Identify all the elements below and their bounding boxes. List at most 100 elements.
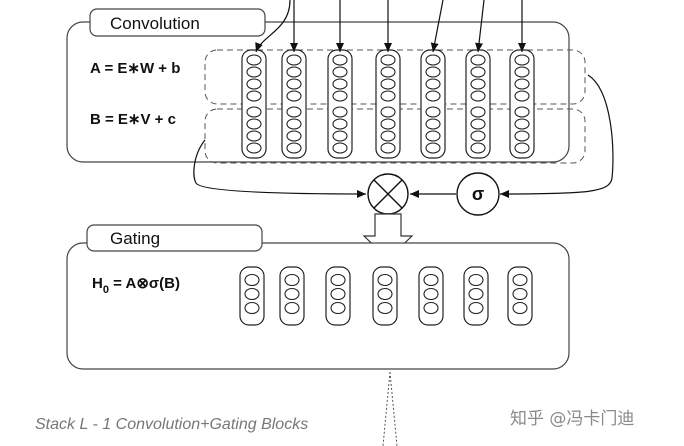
conv-unit bbox=[425, 66, 441, 78]
input-arrow bbox=[475, 0, 485, 53]
conv-unit bbox=[380, 142, 396, 154]
conv-unit bbox=[332, 142, 348, 154]
conv-column bbox=[509, 49, 535, 159]
conv-column bbox=[375, 49, 401, 159]
gating-panel bbox=[66, 242, 570, 370]
conv-unit bbox=[380, 130, 396, 142]
gate-unit bbox=[330, 287, 346, 301]
conv-unit bbox=[470, 90, 486, 102]
equation-a: A = E∗W + b bbox=[90, 60, 180, 77]
conv-unit bbox=[425, 54, 441, 66]
conv-column bbox=[241, 49, 267, 159]
conv-unit bbox=[380, 118, 396, 130]
gate-unit bbox=[377, 287, 393, 301]
gate-unit bbox=[512, 287, 528, 301]
convolution-tab bbox=[89, 8, 266, 37]
conv-unit bbox=[332, 106, 348, 118]
sigmoid-node bbox=[456, 172, 500, 216]
gate-unit bbox=[244, 273, 260, 287]
conv-unit bbox=[286, 54, 302, 66]
gate-unit bbox=[284, 301, 300, 315]
gate-unit bbox=[330, 301, 346, 315]
conv-unit bbox=[514, 78, 530, 90]
conv-unit bbox=[470, 54, 486, 66]
conv-unit bbox=[425, 118, 441, 130]
conv-unit bbox=[514, 54, 530, 66]
watermark: 知乎 @冯卡门迪 bbox=[510, 409, 634, 429]
gate-unit bbox=[512, 301, 528, 315]
input-arrow bbox=[255, 0, 291, 53]
conv-unit bbox=[380, 54, 396, 66]
conv-columns bbox=[241, 49, 535, 159]
conv-unit bbox=[286, 130, 302, 142]
conv-unit bbox=[286, 118, 302, 130]
conv-unit bbox=[380, 78, 396, 90]
conv-unit bbox=[470, 66, 486, 78]
conv-unit bbox=[246, 66, 262, 78]
conv-unit bbox=[470, 130, 486, 142]
gate-unit bbox=[377, 301, 393, 315]
conv-unit bbox=[514, 130, 530, 142]
conv-unit bbox=[246, 142, 262, 154]
convolution-title: Convolution bbox=[110, 14, 200, 33]
gate-unit bbox=[330, 273, 346, 287]
conv-unit bbox=[514, 66, 530, 78]
conv-unit bbox=[332, 118, 348, 130]
stack-caption: Stack L - 1 Convolution+Gating Blocks bbox=[35, 416, 308, 433]
gate-unit bbox=[244, 287, 260, 301]
conv-unit bbox=[246, 118, 262, 130]
conv-unit bbox=[332, 78, 348, 90]
gate-columns bbox=[239, 266, 533, 326]
conv-unit bbox=[425, 90, 441, 102]
conv-unit bbox=[425, 106, 441, 118]
gate-unit bbox=[423, 287, 439, 301]
convolution-panel bbox=[66, 21, 570, 163]
gate-unit bbox=[512, 273, 528, 287]
conv-column bbox=[327, 49, 353, 159]
gate-unit bbox=[468, 301, 484, 315]
sigmoid-symbol: σ bbox=[472, 184, 484, 204]
conv-unit bbox=[246, 90, 262, 102]
conv-unit bbox=[286, 90, 302, 102]
gate-unit bbox=[284, 287, 300, 301]
conv-unit bbox=[514, 142, 530, 154]
conv-unit bbox=[425, 130, 441, 142]
stack-continuation-arrow bbox=[382, 371, 398, 446]
gating-tab bbox=[86, 224, 263, 252]
b-to-sigmoid-arrow bbox=[499, 74, 614, 198]
conv-unit bbox=[380, 66, 396, 78]
b-half-dashed-box bbox=[204, 108, 586, 164]
conv-unit bbox=[246, 106, 262, 118]
conv-unit bbox=[246, 54, 262, 66]
conv-unit bbox=[470, 118, 486, 130]
gating-connections: σ bbox=[193, 74, 614, 260]
conv-unit bbox=[514, 106, 530, 118]
equation-b: B = E∗V + c bbox=[90, 111, 176, 128]
gate-unit bbox=[423, 273, 439, 287]
conv-unit bbox=[425, 142, 441, 154]
gate-unit bbox=[468, 273, 484, 287]
conv-unit bbox=[286, 106, 302, 118]
conv-unit bbox=[332, 90, 348, 102]
gate-unit bbox=[377, 273, 393, 287]
input-arrows bbox=[255, 0, 526, 53]
conv-unit bbox=[286, 66, 302, 78]
gate-unit bbox=[284, 273, 300, 287]
conv-unit bbox=[246, 78, 262, 90]
gating-title: Gating bbox=[110, 229, 160, 248]
a-to-multiply-arrow bbox=[193, 139, 367, 198]
conv-column bbox=[281, 49, 307, 159]
conv-unit bbox=[332, 54, 348, 66]
conv-unit bbox=[286, 78, 302, 90]
input-arrow bbox=[430, 0, 444, 53]
conv-unit bbox=[514, 90, 530, 102]
conv-unit bbox=[286, 142, 302, 154]
equation-h0: H0 = A⊗σ(B) bbox=[92, 275, 180, 296]
gate-unit bbox=[244, 301, 260, 315]
gate-unit bbox=[423, 301, 439, 315]
convolution-block: Convolution A = E∗W + b B = E∗V + c bbox=[66, 0, 586, 164]
conv-unit bbox=[514, 118, 530, 130]
gate-unit bbox=[468, 287, 484, 301]
conv-unit bbox=[470, 78, 486, 90]
